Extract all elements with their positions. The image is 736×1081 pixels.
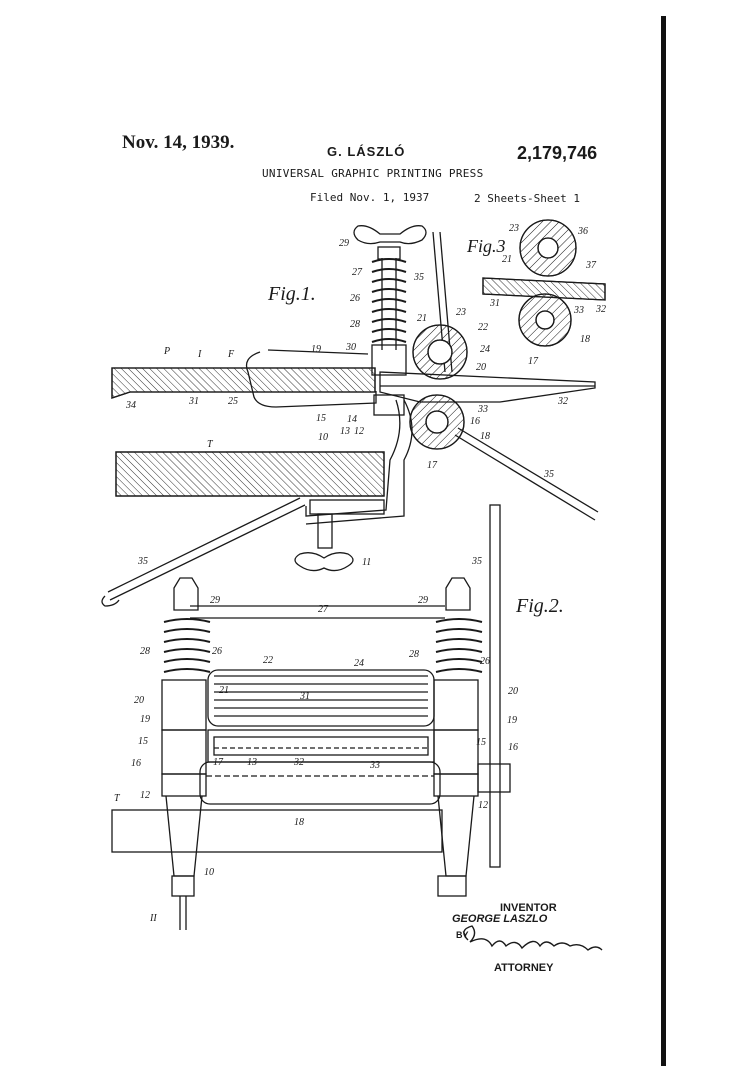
ref-numeral: 27	[318, 604, 329, 615]
ref-numeral: 12	[140, 790, 150, 801]
inventor-label: INVENTOR	[500, 902, 557, 914]
ref-numeral: 32	[293, 757, 304, 768]
ref-numeral: 17	[213, 757, 224, 768]
ref-numeral: 14	[347, 414, 357, 425]
ref-numeral: 29	[339, 238, 349, 249]
ref-numeral: 22	[263, 655, 273, 666]
ref-numeral: 18	[294, 817, 304, 828]
ref-numeral: 28	[409, 649, 419, 660]
ref-numeral: 12	[478, 800, 488, 811]
ref-numeral: 29	[210, 595, 220, 606]
ref-numeral: 15	[316, 413, 326, 424]
fig2-label: Fig.2.	[515, 595, 564, 617]
ref-numeral: 12	[354, 426, 364, 437]
fig1-numerals: 29 27 35 26 28 21 23 22 30 19 P I F 24 2…	[125, 238, 568, 568]
ref-numeral: 10	[204, 867, 214, 878]
ref-numeral: 23	[509, 223, 519, 234]
ref-numeral: 26	[480, 656, 490, 667]
ref-numeral: 25	[228, 396, 238, 407]
ref-numeral: T	[207, 439, 214, 450]
ref-numeral: 28	[350, 319, 360, 330]
ref-numeral: 21	[502, 254, 512, 265]
attorney-signature	[463, 925, 603, 951]
ref-numeral: 26	[350, 293, 360, 304]
ref-numeral: 31	[188, 396, 199, 407]
ref-numeral: 21	[219, 685, 229, 696]
ref-numeral: 20	[134, 695, 144, 706]
ref-numeral: 22	[478, 322, 488, 333]
ref-numeral: 13	[340, 426, 350, 437]
ref-numeral: 18	[580, 334, 590, 345]
ref-numeral: II	[149, 913, 157, 924]
ref-numeral: 19	[140, 714, 150, 725]
patent-date: Nov. 14, 1939.	[122, 132, 235, 153]
ref-numeral: 26	[212, 646, 222, 657]
ref-numeral: P	[163, 346, 170, 357]
ref-numeral: 19	[311, 344, 321, 355]
ref-numeral: 23	[456, 307, 466, 318]
ref-numeral: 32	[557, 396, 568, 407]
fig2-drawing	[111, 504, 511, 930]
ref-numeral: 36	[577, 226, 588, 237]
ref-numeral: 31	[299, 691, 310, 702]
fig3-numerals: 23 36 21 37 31 32 33 18 17	[489, 223, 606, 367]
ref-numeral: 35	[413, 272, 424, 283]
ref-numeral: 27	[352, 267, 363, 278]
fig3-drawing	[482, 219, 606, 347]
patent-title: UNIVERSAL GRAPHIC PRINTING PRESS	[262, 167, 484, 180]
ref-numeral: 19	[507, 715, 517, 726]
ref-numeral: 20	[508, 686, 518, 697]
ref-numeral: 34	[125, 400, 136, 411]
filed-date: Filed Nov. 1, 1937	[310, 191, 430, 204]
ref-numeral: 15	[138, 736, 148, 747]
ref-numeral: 11	[362, 557, 371, 568]
ref-numeral: 17	[528, 356, 539, 367]
ref-numeral: 32	[595, 304, 606, 315]
ref-numeral: 16	[508, 742, 518, 753]
ref-numeral: 29	[418, 595, 428, 606]
ref-numeral: 16	[131, 758, 141, 769]
ref-numeral: 35	[543, 469, 554, 480]
ref-numeral: 24	[480, 344, 490, 355]
ref-numeral: 24	[354, 658, 364, 669]
ref-numeral: 31	[489, 298, 500, 309]
ref-numeral: 37	[585, 260, 597, 271]
attorney-label: ATTORNEY	[494, 962, 554, 974]
fig3-label: Fig.3	[466, 236, 506, 256]
page-edge-bar	[661, 16, 666, 1066]
fig2-numerals: 35 29 27 29 28 26 28 26 22 24 20 21 31 2…	[114, 556, 518, 924]
ref-numeral: T	[114, 793, 121, 804]
ref-numeral: F	[227, 349, 235, 360]
ref-numeral: 20	[476, 362, 486, 373]
ref-numeral: 28	[140, 646, 150, 657]
ref-numeral: 33	[477, 404, 488, 415]
ref-numeral: 33	[573, 305, 584, 316]
fig1-label: Fig.1.	[267, 283, 316, 305]
ref-numeral: 35	[471, 556, 482, 567]
by-label: BY	[456, 930, 469, 940]
inventor-name: GEORGE LASZLO	[452, 913, 548, 925]
inventor-header: G. LÁSZLÓ	[327, 144, 406, 159]
ref-numeral: 15	[476, 737, 486, 748]
ref-numeral: 33	[369, 760, 380, 771]
ref-numeral: 18	[480, 431, 490, 442]
ref-numeral: 35	[137, 556, 148, 567]
ref-numeral: 17	[427, 460, 438, 471]
sheet-count: 2 Sheets-Sheet 1	[474, 192, 580, 205]
ref-numeral: 21	[417, 313, 427, 324]
fig1-drawing	[101, 225, 599, 607]
ref-numeral: 16	[470, 416, 480, 427]
patent-number: 2,179,746	[517, 143, 598, 163]
ref-numeral: 10	[318, 432, 328, 443]
ref-numeral: 30	[345, 342, 356, 353]
ref-numeral: 13	[247, 757, 257, 768]
ref-numeral: I	[197, 349, 202, 360]
